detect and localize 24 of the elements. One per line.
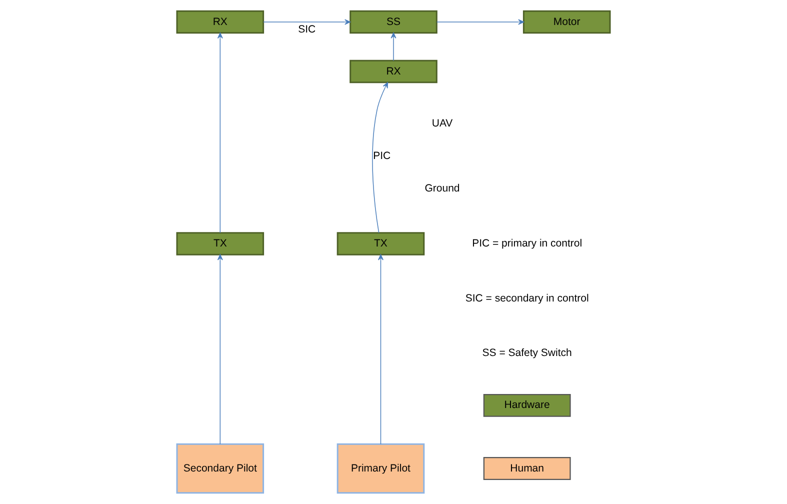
arrow (372, 82, 388, 234)
arrow (263, 19, 351, 25)
arrow (217, 254, 223, 444)
arrow (436, 19, 524, 25)
legend-label: Human (510, 462, 544, 474)
node-box: RX (176, 10, 264, 34)
label: UAV (432, 117, 453, 130)
arrow (378, 254, 384, 444)
node-box: RX (350, 60, 438, 84)
edge-label: SIC (298, 24, 316, 36)
node-box: Secondary Pilot (176, 443, 264, 494)
label: SIC = secondary in control (465, 292, 589, 304)
edge-label: PIC (373, 150, 391, 162)
label: SS = Safety Switch (482, 347, 572, 360)
label: Ground (424, 182, 460, 195)
label: PIC = primary in control (472, 238, 582, 250)
arrow (217, 32, 223, 234)
node-box: TX (176, 232, 264, 256)
legend-label: Hardware (504, 399, 550, 412)
arrow (390, 32, 396, 61)
node-box: SS (350, 10, 438, 34)
node-box: TX (336, 232, 425, 256)
node-box: Primary Pilot (336, 443, 425, 494)
node-box: Motor (522, 10, 611, 34)
